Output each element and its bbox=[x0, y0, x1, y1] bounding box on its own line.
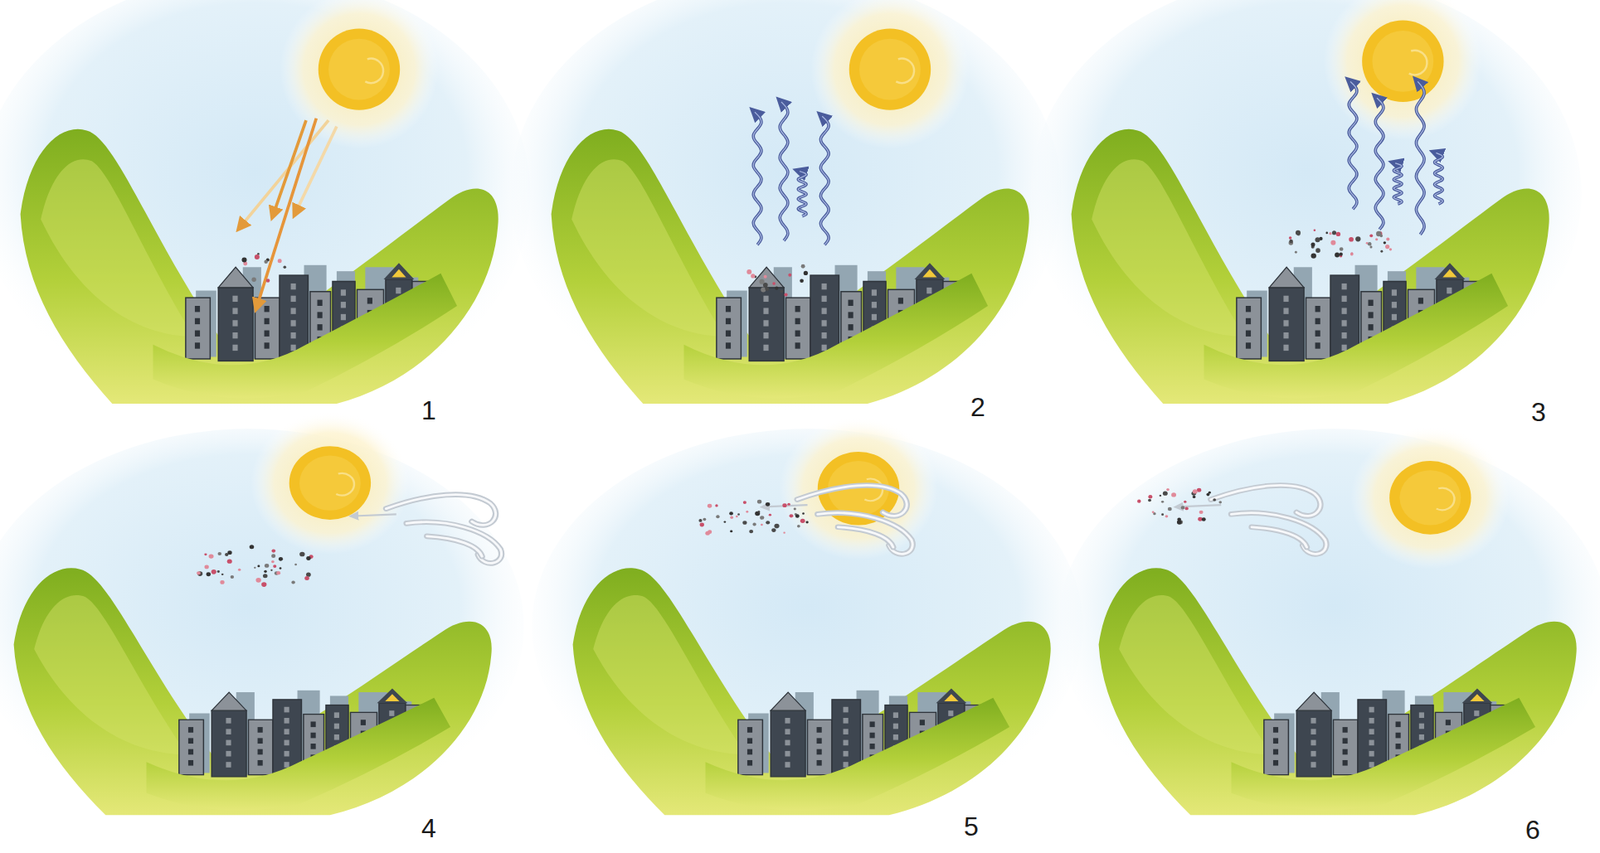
panel bbox=[0, 411, 525, 824]
pollution-particles bbox=[241, 252, 287, 283]
pollution-particles bbox=[698, 500, 808, 536]
hill-shade bbox=[1091, 159, 1245, 337]
pollution-particles bbox=[746, 264, 808, 297]
panel bbox=[1030, 0, 1581, 414]
panel bbox=[0, 0, 531, 414]
pollution-particles bbox=[1288, 228, 1393, 258]
panel bbox=[1057, 426, 1600, 824]
hill-foreground bbox=[1231, 698, 1537, 812]
sun-rays bbox=[240, 118, 337, 307]
heat-waves bbox=[1348, 81, 1443, 235]
hills bbox=[1099, 568, 1577, 816]
hill-foreground bbox=[705, 698, 1011, 812]
pollution-particles bbox=[1137, 488, 1222, 526]
hills bbox=[14, 568, 492, 816]
hills bbox=[551, 129, 1030, 404]
callout-number: 3 bbox=[1531, 398, 1547, 428]
hill-foreground bbox=[1204, 273, 1509, 399]
hill-shade bbox=[593, 595, 747, 755]
sky-wash bbox=[1030, 0, 1581, 414]
wind-swirl bbox=[764, 486, 913, 555]
hill-shade bbox=[1118, 595, 1273, 755]
hill-shade bbox=[40, 159, 195, 337]
wind-swirl bbox=[1178, 486, 1327, 555]
sky-wash bbox=[1057, 428, 1600, 824]
callout-number: 1 bbox=[421, 396, 437, 426]
callout-number: 5 bbox=[963, 812, 979, 842]
callout-number: 4 bbox=[421, 814, 437, 844]
callout-number: 2 bbox=[970, 393, 986, 423]
pollution-particles bbox=[196, 544, 314, 588]
heat-waves bbox=[753, 102, 829, 245]
sun bbox=[1350, 426, 1510, 570]
sun bbox=[810, 0, 970, 150]
panel bbox=[531, 417, 1083, 824]
sun bbox=[1322, 0, 1483, 142]
sky-wash bbox=[510, 0, 1061, 414]
hill-shade bbox=[571, 159, 725, 337]
wind-swirl bbox=[353, 495, 501, 565]
hill-foreground bbox=[146, 698, 452, 812]
sky-wash bbox=[0, 0, 531, 414]
panel bbox=[510, 0, 1061, 414]
sun bbox=[250, 411, 410, 555]
hills bbox=[20, 129, 499, 404]
hill-foreground bbox=[153, 273, 458, 399]
hills bbox=[573, 568, 1051, 816]
callout-number: 6 bbox=[1525, 816, 1541, 846]
hill-shade bbox=[34, 595, 188, 755]
hill-foreground bbox=[684, 273, 989, 399]
sun bbox=[778, 417, 939, 561]
hills bbox=[1071, 129, 1550, 404]
